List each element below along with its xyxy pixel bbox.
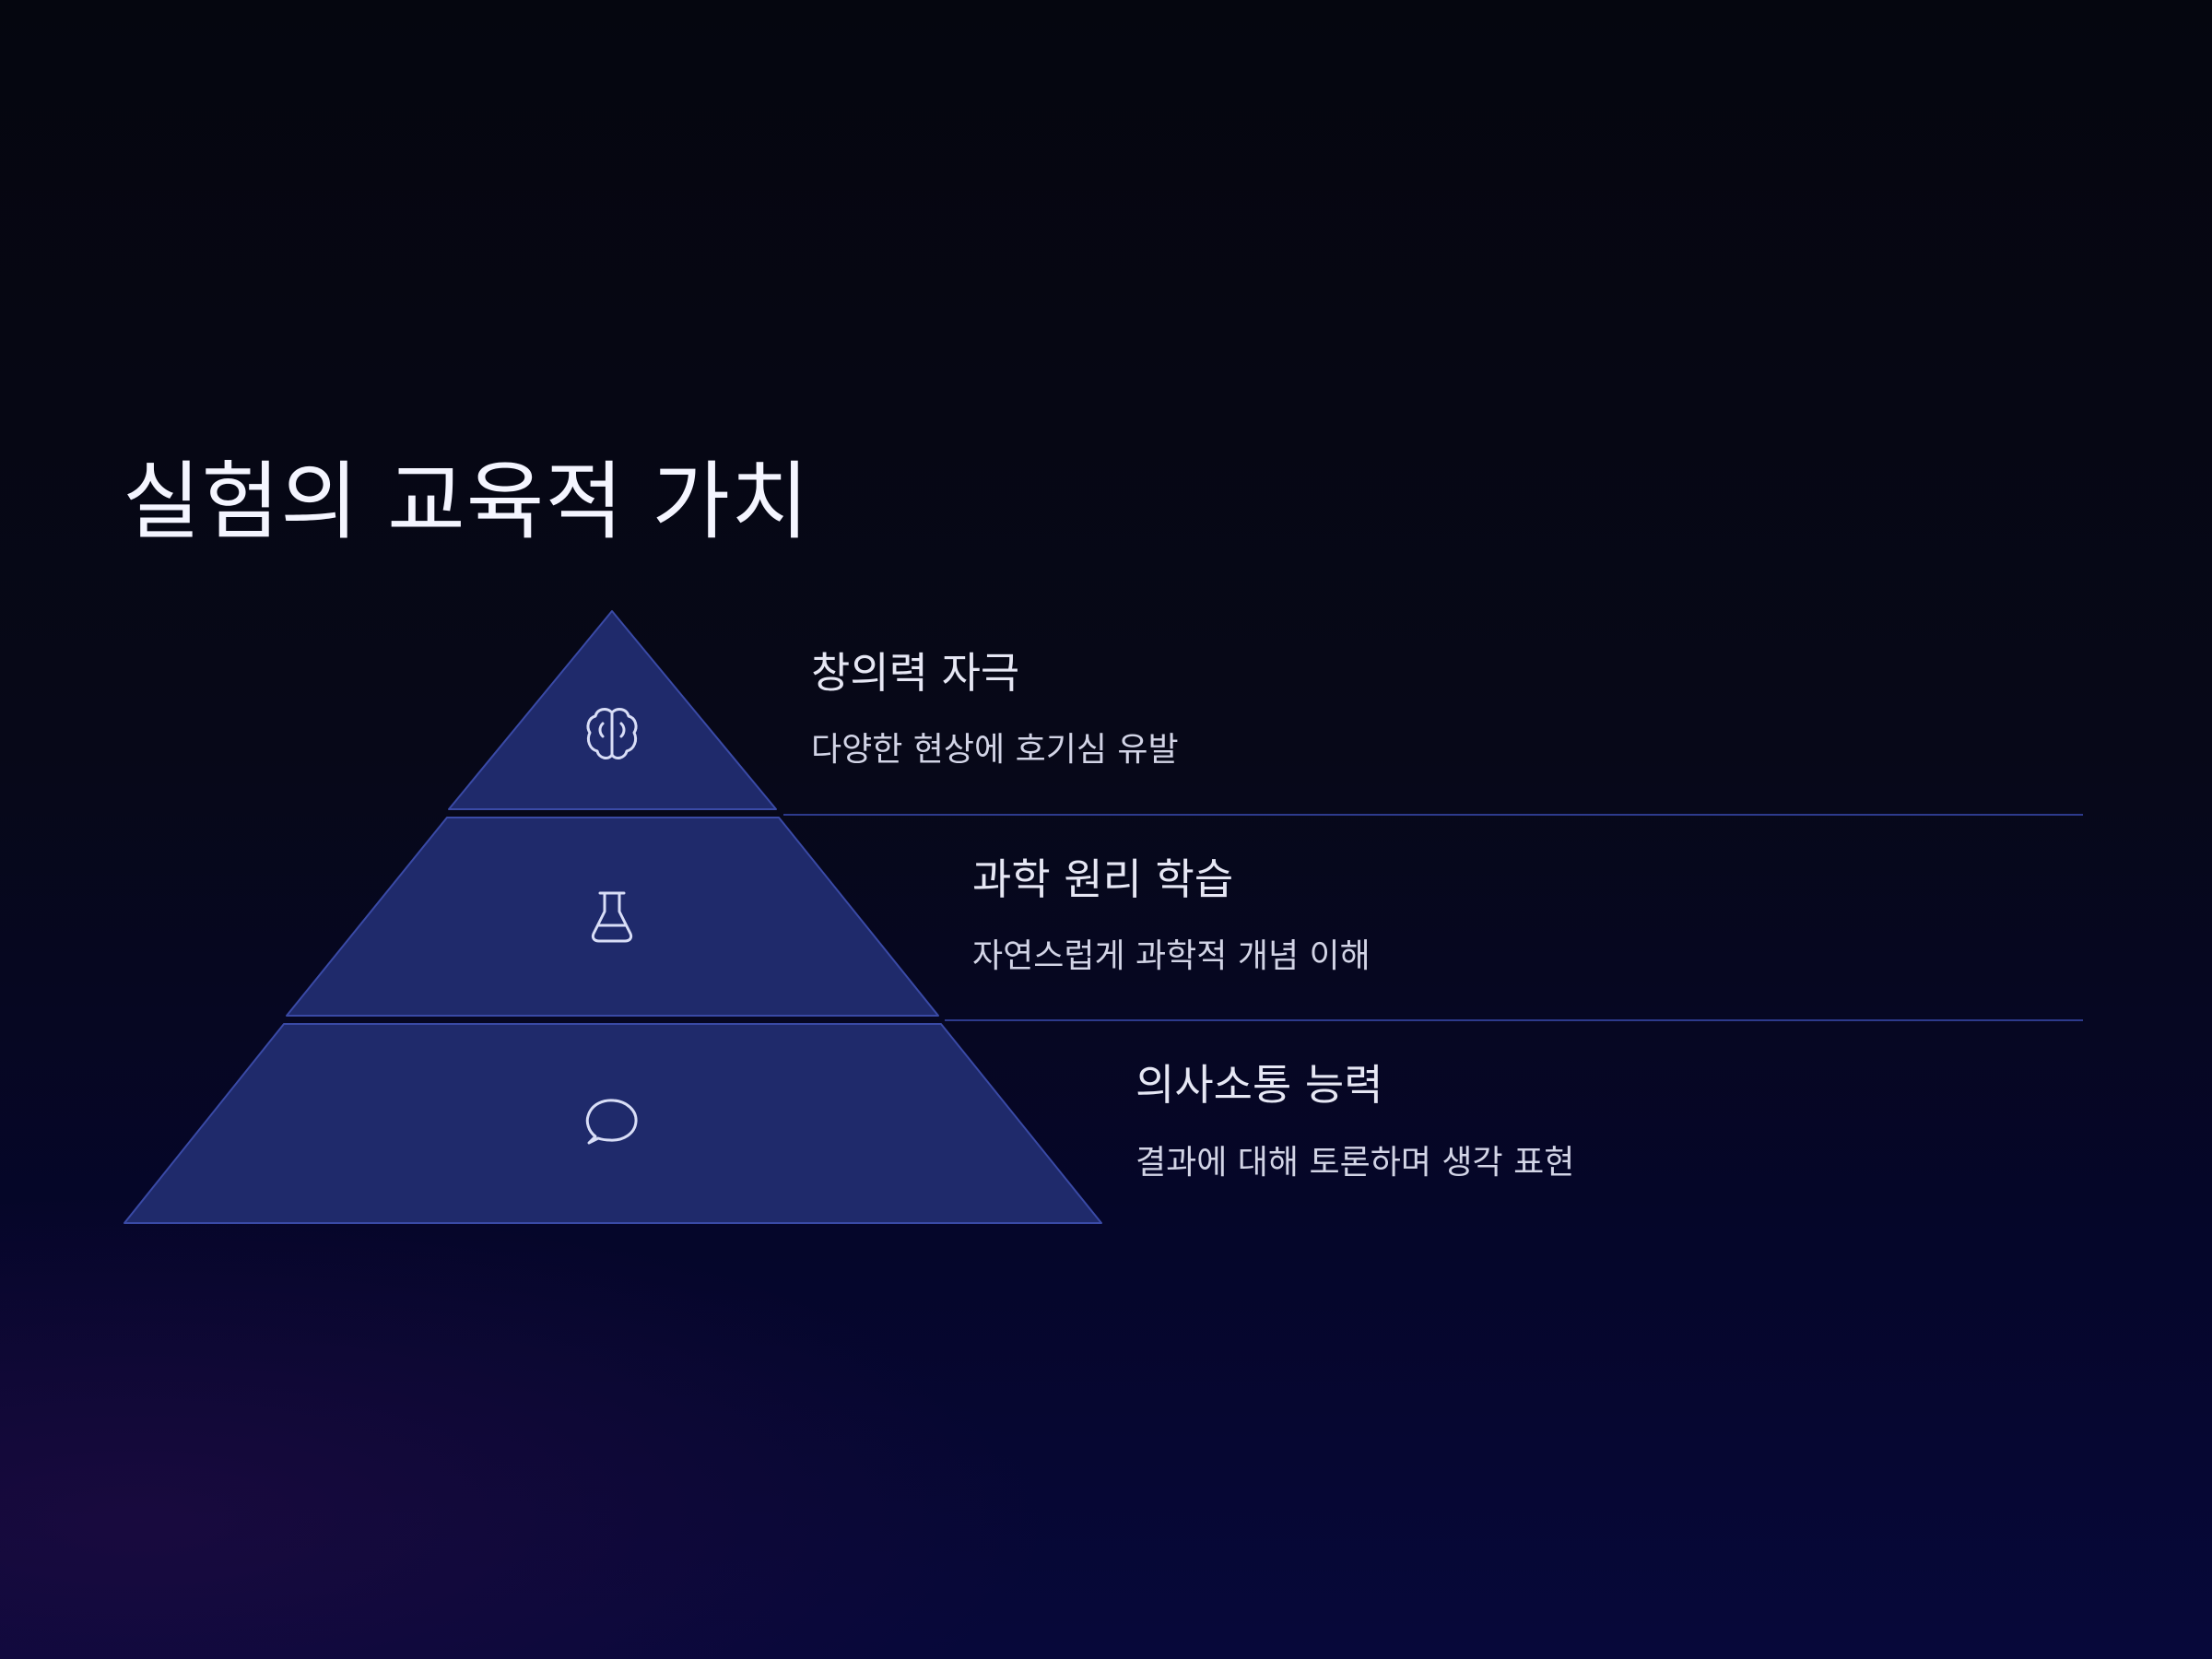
flask-icon — [591, 891, 633, 943]
pyramid-tier-1 — [448, 610, 777, 810]
pyramid-tier-3 — [124, 1023, 1102, 1224]
tier-2-title: 과학 원리 학습 — [972, 854, 1234, 904]
slide-title: 실험의 교육적 가치 — [123, 453, 810, 551]
brain-icon — [586, 708, 638, 759]
tier-1-title: 창의력 자극 — [811, 648, 1020, 698]
tier-1-description: 다양한 현상에 호기심 유발 — [811, 731, 1179, 769]
tier-3-description: 결과에 대해 토론하며 생각 표현 — [1135, 1144, 1575, 1182]
tier-2-description: 자연스럽게 과학적 개념 이해 — [972, 937, 1371, 975]
tier-3-title: 의사소통 능력 — [1135, 1060, 1383, 1110]
speech-bubble-icon — [585, 1099, 638, 1145]
pyramid-tier-2 — [286, 817, 939, 1017]
